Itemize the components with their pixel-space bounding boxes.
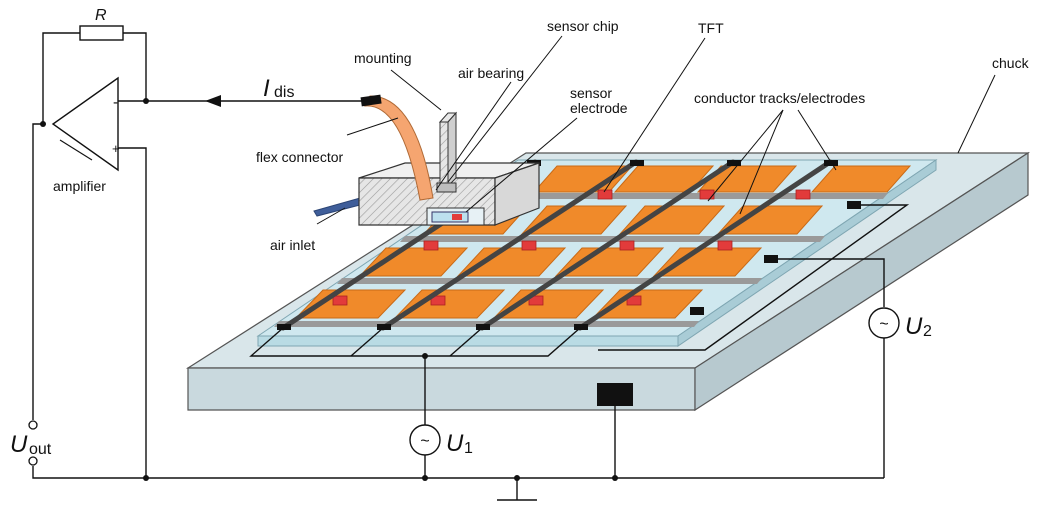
uout-label: U out bbox=[10, 431, 52, 458]
sensor-head bbox=[313, 94, 540, 226]
chuck-label: chuck bbox=[992, 55, 1030, 71]
pixel-electrode bbox=[716, 205, 824, 235]
tft-label: TFT bbox=[698, 20, 724, 36]
current-symbol: I bbox=[263, 75, 270, 102]
output-terminals bbox=[28, 420, 38, 466]
pixel-electrode bbox=[554, 247, 665, 277]
resistor-icon bbox=[79, 25, 124, 41]
air-bearing-label: air bearing bbox=[458, 65, 524, 81]
opamp-minus-label: - bbox=[113, 94, 118, 111]
sensor-electrode-label: sensor bbox=[570, 85, 612, 101]
chuck-contact-pad bbox=[597, 383, 633, 406]
sensor-electrode bbox=[452, 214, 462, 220]
pixel-electrode bbox=[810, 165, 912, 193]
tft bbox=[332, 295, 348, 306]
u1-subscript: 1 bbox=[464, 440, 473, 457]
mounting-post bbox=[439, 121, 449, 187]
u2-symbol: U bbox=[905, 313, 923, 340]
u2-label: U 2 bbox=[905, 313, 932, 340]
pixel-electrode bbox=[294, 289, 407, 319]
opamp-plus-label: + bbox=[112, 141, 120, 156]
amplifier-label: amplifier bbox=[53, 178, 106, 194]
pixel-electrodes bbox=[294, 165, 912, 319]
sensor-electrode-label: electrode bbox=[570, 100, 628, 116]
tft bbox=[699, 189, 715, 200]
sensor-chip bbox=[431, 211, 469, 223]
leader-lines bbox=[316, 35, 996, 225]
junction-dots bbox=[40, 98, 618, 481]
current-label: I dis bbox=[263, 75, 294, 102]
tft bbox=[619, 240, 635, 251]
tft bbox=[430, 295, 446, 306]
flex-connector-label: flex connector bbox=[256, 149, 343, 165]
flex-connector bbox=[364, 95, 434, 201]
tft bbox=[423, 240, 439, 251]
tft bbox=[717, 240, 733, 251]
pixel-electrode bbox=[618, 205, 726, 235]
uout-symbol: U bbox=[10, 431, 28, 458]
pixel-electrode bbox=[613, 165, 715, 193]
pixel-electrode bbox=[492, 289, 605, 319]
conductor-label: conductor tracks/electrodes bbox=[694, 90, 865, 106]
opamp-icon bbox=[51, 76, 119, 172]
u1-symbol: U bbox=[446, 430, 464, 457]
air-inlet-pipe bbox=[313, 197, 361, 217]
ac-source-symbol: ~ bbox=[420, 433, 429, 450]
uout-subscript: out bbox=[29, 441, 52, 458]
pixel-electrode bbox=[393, 289, 506, 319]
ac-source-symbol: ~ bbox=[879, 316, 888, 333]
pixel-electrode bbox=[520, 205, 628, 235]
air-inlet-label: air inlet bbox=[270, 237, 315, 253]
tft bbox=[528, 295, 544, 306]
ac-source-icon: ~ bbox=[409, 424, 441, 456]
current-arrow-icon bbox=[205, 95, 221, 107]
current-subscript: dis bbox=[274, 84, 294, 101]
resistor-label: R bbox=[95, 7, 107, 24]
wiring bbox=[32, 32, 910, 501]
u1-label: U 1 bbox=[446, 430, 473, 457]
tft bbox=[626, 295, 642, 306]
tft bbox=[521, 240, 537, 251]
chuck-side bbox=[694, 151, 1029, 412]
tft-elements bbox=[332, 189, 811, 306]
pixel-electrode bbox=[456, 247, 567, 277]
tft bbox=[795, 189, 811, 200]
pixel-electrode bbox=[591, 289, 704, 319]
pixel-electrode bbox=[652, 247, 763, 277]
u2-subscript: 2 bbox=[923, 323, 932, 340]
ac-source-icon: ~ bbox=[868, 307, 900, 339]
mounting-label: mounting bbox=[354, 50, 412, 66]
pixel-electrode bbox=[358, 247, 469, 277]
sensor-chip-label: sensor chip bbox=[547, 18, 619, 34]
